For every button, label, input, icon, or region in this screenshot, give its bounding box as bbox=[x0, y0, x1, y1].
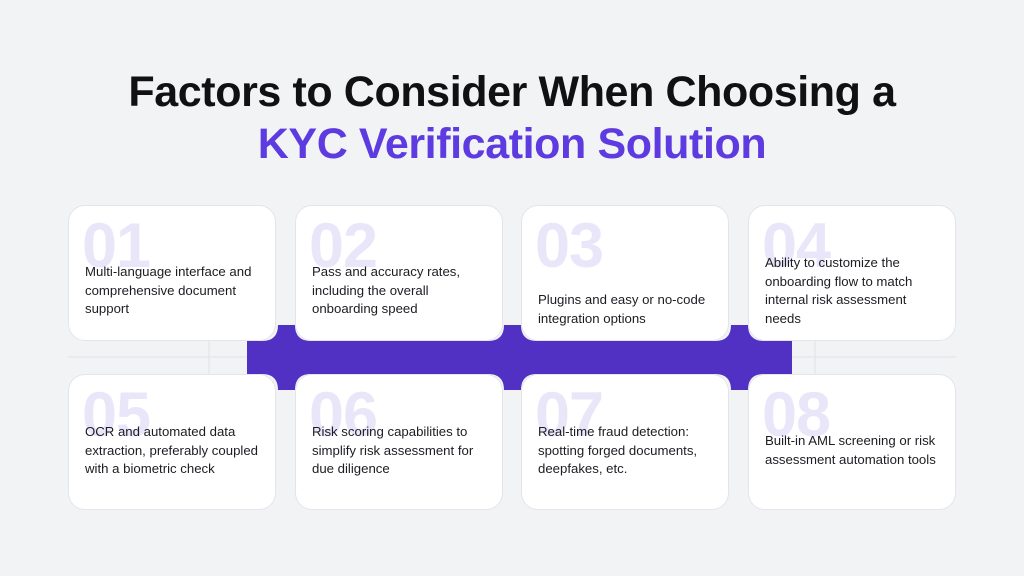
factor-card-06[interactable]: 06 Risk scoring capabilities to simplify… bbox=[295, 374, 503, 510]
page-title: Factors to Consider When Choosing a KYC … bbox=[0, 66, 1024, 170]
factor-card-02[interactable]: 02 Pass and accuracy rates, including th… bbox=[295, 205, 503, 341]
factor-card-08[interactable]: 08 Built-in AML screening or risk assess… bbox=[748, 374, 956, 510]
title-line-accent: KYC Verification Solution bbox=[257, 120, 767, 168]
factor-card-04[interactable]: 04 Ability to customize the onboarding f… bbox=[748, 205, 956, 341]
factor-text-01: Multi-language interface and comprehensi… bbox=[85, 264, 252, 316]
factor-card-05[interactable]: 05 OCR and automated data extraction, pr… bbox=[68, 374, 276, 510]
factor-text-02: Pass and accuracy rates, including the o… bbox=[312, 264, 461, 316]
factor-number-07: 07 bbox=[535, 380, 604, 450]
factor-number-03: 03 bbox=[535, 211, 604, 281]
factor-number-08: 08 bbox=[762, 380, 831, 450]
factor-text-07: Real-time fraud detection: spotting forg… bbox=[538, 424, 698, 476]
factor-number-01: 01 bbox=[82, 211, 151, 281]
factor-text-03: Plugins and easy or no-code integration … bbox=[538, 292, 706, 326]
factors-card-grid: 01 Multi-language interface and comprehe… bbox=[68, 205, 956, 510]
title-line-primary: Factors to Consider When Choosing a bbox=[128, 68, 896, 116]
factor-text-05: OCR and automated data extraction, prefe… bbox=[85, 424, 259, 476]
factor-number-05: 05 bbox=[82, 380, 151, 450]
factor-number-06: 06 bbox=[309, 380, 378, 450]
factor-text-08: Built-in AML screening or risk assessmen… bbox=[765, 433, 936, 467]
factor-number-02: 02 bbox=[309, 211, 378, 281]
factor-card-01[interactable]: 01 Multi-language interface and comprehe… bbox=[68, 205, 276, 341]
factor-card-03[interactable]: 03 Plugins and easy or no-code integrati… bbox=[521, 205, 729, 341]
factor-number-04: 04 bbox=[762, 211, 831, 281]
factor-card-07[interactable]: 07 Real-time fraud detection: spotting f… bbox=[521, 374, 729, 510]
factor-text-04: Ability to customize the onboarding flow… bbox=[765, 255, 913, 326]
factor-text-06: Risk scoring capabilities to simplify ri… bbox=[312, 424, 474, 476]
